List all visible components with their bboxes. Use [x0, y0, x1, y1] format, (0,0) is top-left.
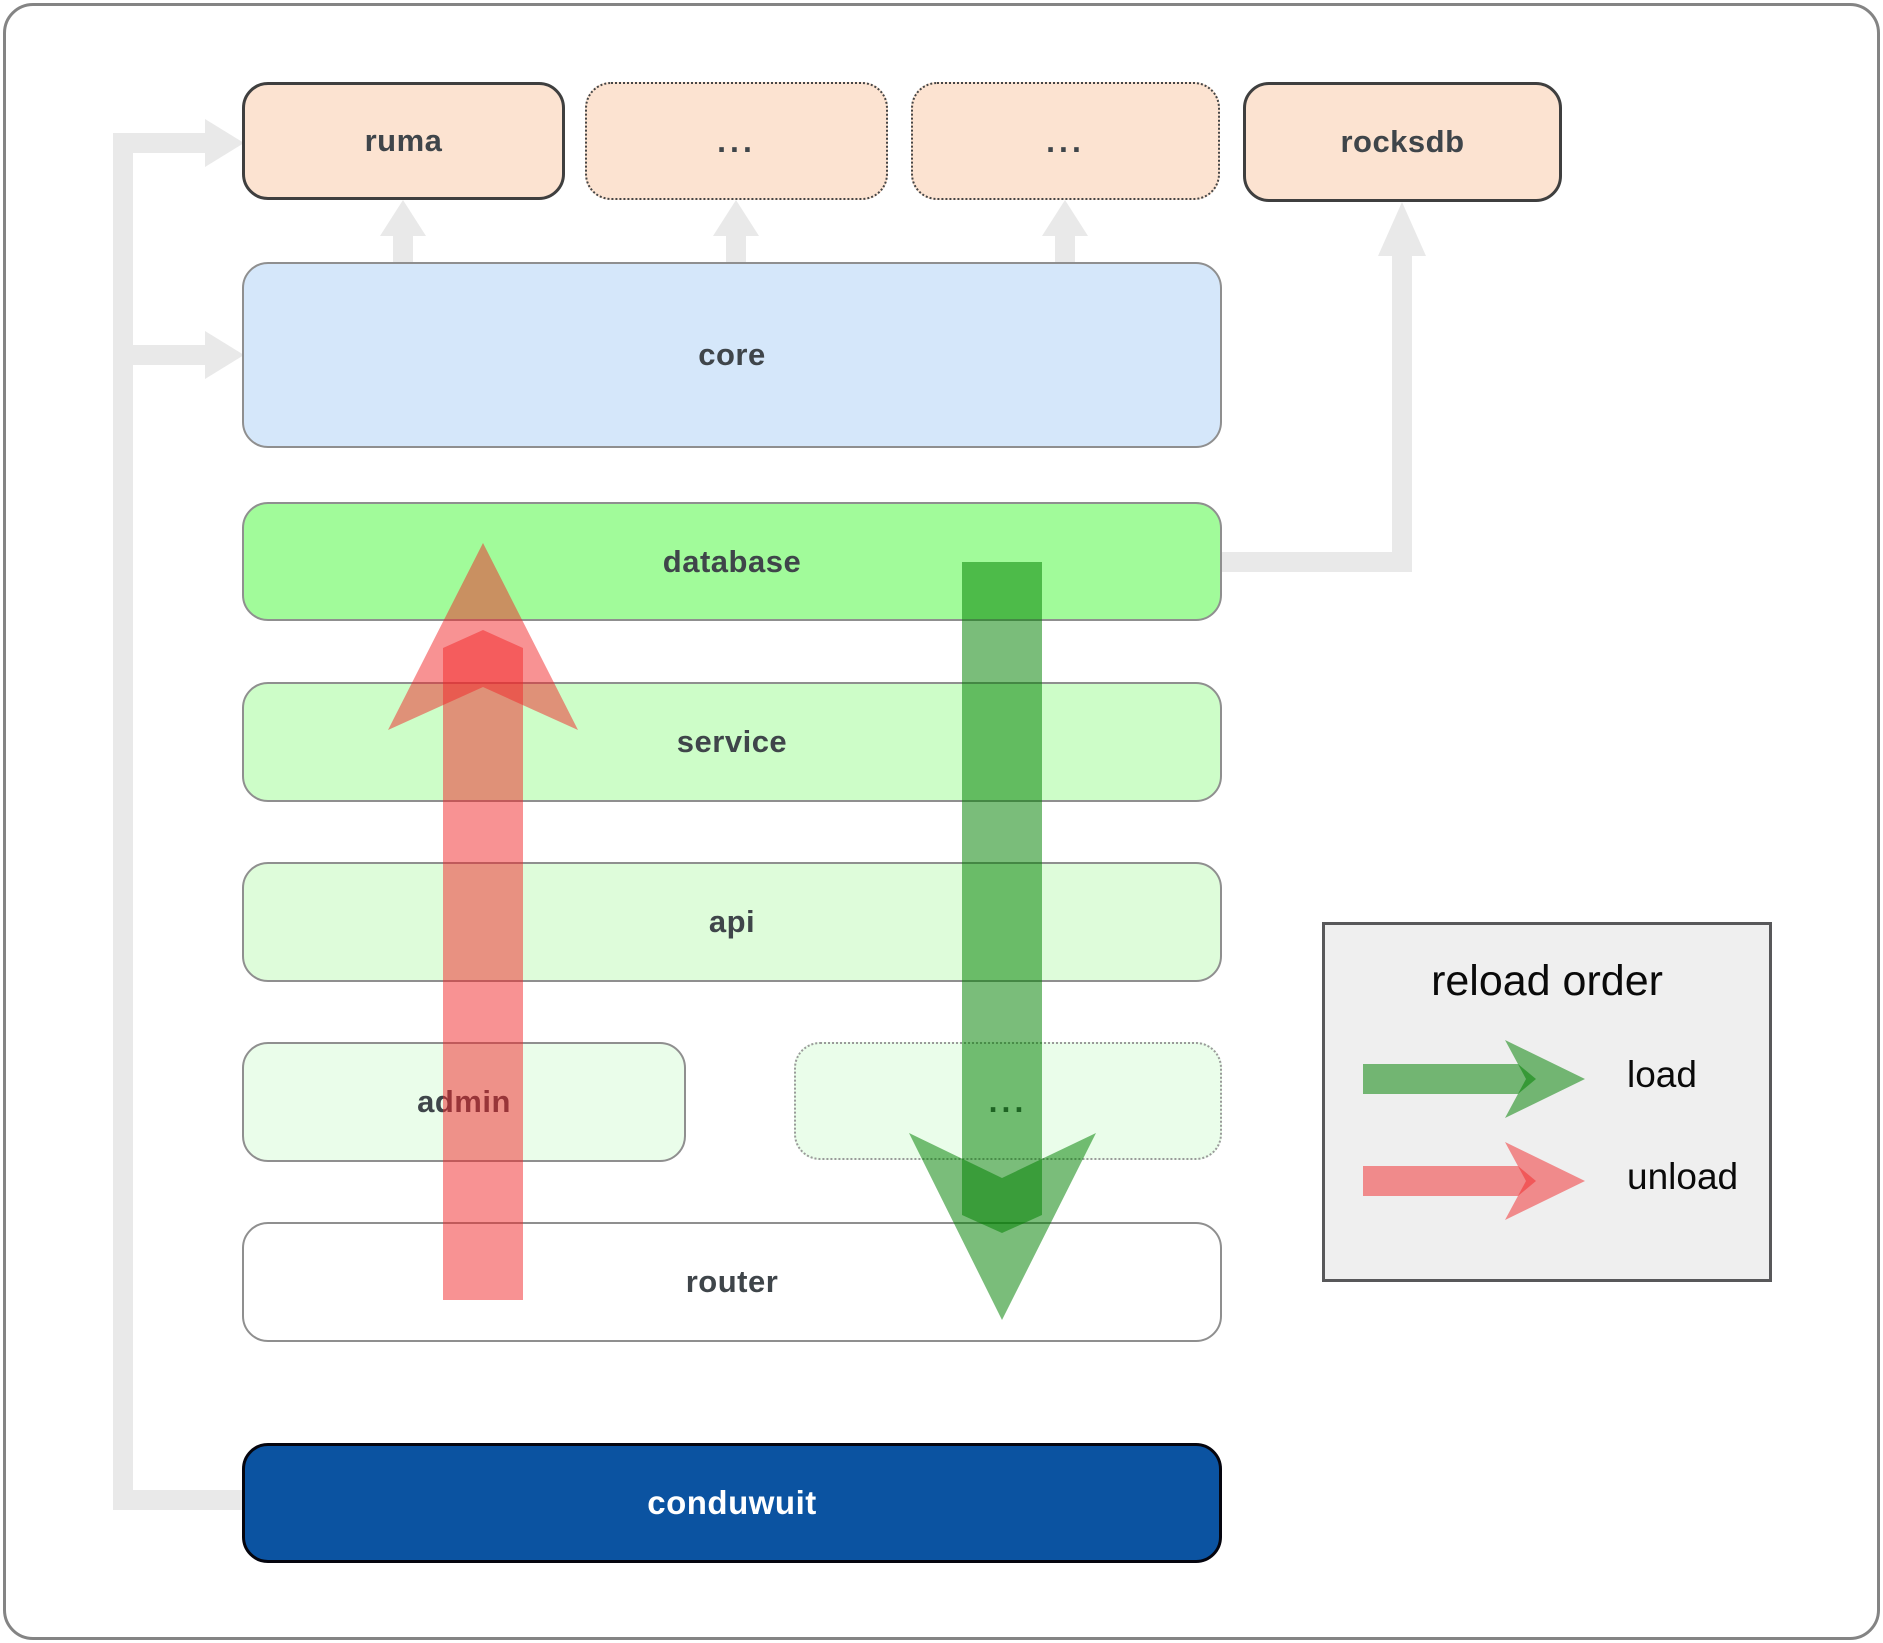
- box-router: router: [242, 1222, 1222, 1342]
- legend-unload-arrow-head: [1505, 1142, 1585, 1220]
- arrowhead-to-ruma: [205, 119, 244, 167]
- box-core-label: core: [698, 337, 766, 372]
- box-database-label: database: [662, 543, 802, 579]
- arrowhead-to-core: [205, 331, 244, 379]
- database-rocksdb-vertical: [1392, 252, 1412, 572]
- box-crates-ellipsis-a-label: ...: [717, 122, 756, 159]
- legend-reload-order: reload order: [1322, 922, 1772, 1282]
- arrowhead-to-rocksdb: [1378, 202, 1426, 256]
- box-database: database: [242, 502, 1222, 621]
- legend-title: reload order: [1431, 957, 1663, 1005]
- core-to-ellipsis-a-arrowhead: [713, 200, 759, 236]
- box-ruma: ruma: [242, 82, 565, 200]
- core-to-ruma-shaft: [393, 232, 413, 264]
- unload-arrow-head: [388, 543, 578, 730]
- load-arrow-head: [909, 1133, 1096, 1320]
- legend-load-label: load: [1627, 1054, 1697, 1095]
- branch-to-ruma: [113, 133, 205, 153]
- box-ruma-label: ruma: [364, 123, 443, 158]
- box-crates-ellipsis-b: ...: [911, 82, 1220, 200]
- database-rocksdb-horizontal: [1222, 552, 1412, 572]
- box-rocksdb: rocksdb: [1243, 82, 1562, 202]
- box-crates-ellipsis-b-label: ...: [1046, 122, 1085, 159]
- box-core: core: [242, 262, 1222, 448]
- box-rocksdb-label: rocksdb: [1340, 124, 1465, 159]
- core-to-ellipsis-b-shaft: [1055, 232, 1075, 264]
- core-to-ellipsis-a-shaft: [726, 232, 746, 264]
- legend-unload-label: unload: [1627, 1156, 1739, 1197]
- load-arrow-shaft: [962, 562, 1042, 1233]
- legend-load-arrow-shaft: [1363, 1064, 1536, 1094]
- box-conduwuit-label: conduwuit: [647, 1484, 817, 1521]
- unload-arrow-shaft: [443, 630, 523, 1300]
- legend-load-arrow-head: [1505, 1040, 1585, 1118]
- box-crates-ellipsis-a: ...: [585, 82, 888, 200]
- box-conduwuit: conduwuit: [242, 1443, 1222, 1563]
- core-to-ruma-arrowhead: [380, 200, 426, 236]
- box-service-label: service: [676, 724, 788, 759]
- conduwuit-left-trunk: [113, 133, 133, 1510]
- core-to-ellipsis-b-arrowhead: [1042, 200, 1088, 236]
- branch-to-core: [133, 345, 205, 365]
- box-api-label: api: [708, 904, 756, 939]
- box-router-label: router: [685, 1264, 779, 1299]
- box-api: api: [242, 862, 1222, 982]
- branch-from-conduwuit: [133, 1490, 245, 1510]
- legend-unload-arrow-shaft: [1363, 1166, 1536, 1196]
